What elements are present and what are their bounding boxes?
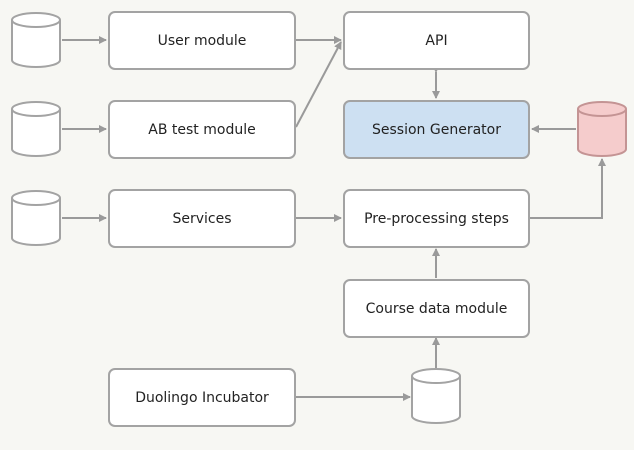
preprocessing-steps-node: Pre-processing steps <box>343 189 530 248</box>
course-data-module-node: Course data module <box>343 279 530 338</box>
ab-test-module-label: AB test module <box>148 121 256 138</box>
edge-ab-test-module-to-api <box>295 41 342 128</box>
services-database-icon <box>11 190 61 246</box>
edge-preprocessing-to-session-db <box>530 158 606 219</box>
session-generator-node: Session Generator <box>343 100 530 159</box>
incubator-database-icon <box>411 368 461 424</box>
api-label: API <box>425 32 448 49</box>
ab-test-module-node: AB test module <box>108 100 296 159</box>
course-data-module-label: Course data module <box>365 300 508 317</box>
services-label: Services <box>172 210 232 227</box>
duolingo-incubator-node: Duolingo Incubator <box>108 368 296 427</box>
api-node: API <box>343 11 530 70</box>
services-node: Services <box>108 189 296 248</box>
ab-test-database-icon <box>11 101 61 157</box>
user-module-node: User module <box>108 11 296 70</box>
user-module-label: User module <box>157 32 247 49</box>
user-database-icon <box>11 12 61 68</box>
session-database-icon <box>577 101 627 157</box>
duolingo-incubator-label: Duolingo Incubator <box>135 389 269 406</box>
session-generator-label: Session Generator <box>372 121 501 138</box>
preprocessing-steps-label: Pre-processing steps <box>364 210 509 227</box>
